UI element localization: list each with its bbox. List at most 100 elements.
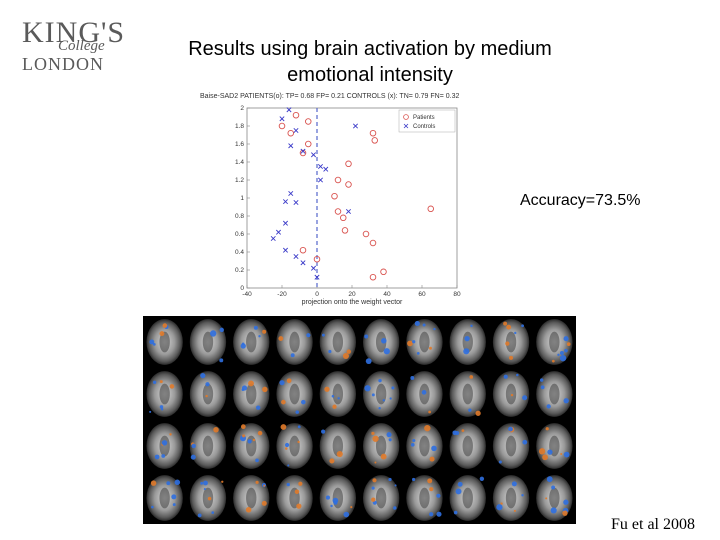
deactivation-blob <box>378 407 381 410</box>
activation-blob <box>221 480 224 483</box>
brain-slice-ventricle <box>419 435 430 457</box>
brain-slice <box>319 475 357 521</box>
deactivation-blob <box>431 445 437 452</box>
legend-label: Patients <box>413 115 435 121</box>
brain-slice-ventricle <box>375 383 387 405</box>
activation-blob <box>506 324 512 330</box>
brain-slice-ventricle <box>246 435 257 457</box>
y-tick-label: 0 <box>240 285 244 292</box>
deactivation-blob <box>255 458 259 463</box>
activation-blob <box>560 453 563 456</box>
y-tick-label: 1.8 <box>235 123 244 130</box>
brain-slice-ventricle <box>375 487 387 509</box>
deactivation-blob <box>412 477 416 482</box>
activation-blob <box>461 429 465 432</box>
control-point-stroke <box>293 253 299 260</box>
brain-slice <box>189 475 227 521</box>
activation-blob <box>245 507 252 513</box>
activation-blob <box>207 496 212 501</box>
control-point <box>282 199 289 205</box>
brain-slice-ventricle <box>246 383 257 405</box>
deactivation-blob <box>365 358 372 365</box>
legend-marker-patients <box>403 114 409 120</box>
scatter-plot: Baise-SAD2 PATIENTS(o): TP= 0.68 FP= 0.2… <box>195 88 525 310</box>
brain-slice <box>189 319 227 365</box>
control-point <box>345 208 352 215</box>
deactivation-blob <box>161 440 168 446</box>
brain-slice <box>319 371 357 417</box>
deactivation-blob <box>559 354 567 362</box>
deactivation-blob <box>521 494 524 497</box>
deactivation-blob <box>522 395 528 401</box>
control-point-stroke <box>293 127 299 134</box>
legend-box <box>398 109 456 133</box>
deactivation-blob <box>337 397 340 400</box>
control-point-stroke <box>323 166 329 172</box>
control-point-stroke <box>286 107 292 113</box>
activation-blob <box>294 489 300 495</box>
deactivation-blob <box>563 451 570 458</box>
activation-blob <box>513 509 517 512</box>
deactivation-blob <box>286 482 290 487</box>
control-point-stroke <box>288 190 294 197</box>
brain-slice <box>362 423 400 469</box>
brain-slice <box>276 371 313 417</box>
patient-point <box>299 246 307 254</box>
deactivation-blob <box>149 410 152 413</box>
legend-label: Controls <box>413 124 435 130</box>
brain-slice <box>536 475 573 521</box>
deactivation-blob <box>200 372 206 379</box>
deactivation-blob <box>154 454 160 460</box>
plot-frame <box>246 107 458 289</box>
brain-slice-ventricle <box>375 331 387 353</box>
deactivation-blob <box>343 511 350 518</box>
deactivation-blob <box>205 382 210 387</box>
control-point-stroke <box>279 116 285 122</box>
x-tick-label: 40 <box>383 291 391 298</box>
activation-blob <box>475 410 481 416</box>
deactivation-blob <box>422 323 426 327</box>
control-point <box>270 235 276 242</box>
activation-blob <box>297 440 300 444</box>
brain-slice <box>536 371 573 417</box>
control-point-stroke <box>314 274 320 280</box>
deactivation-blob <box>149 339 155 345</box>
deactivation-blob <box>321 333 325 337</box>
activation-blob <box>545 497 548 500</box>
deactivation-blob <box>563 398 569 404</box>
control-point-stroke <box>282 199 289 205</box>
brain-slice <box>449 319 486 365</box>
activation-blob <box>169 384 175 389</box>
data-points <box>270 107 434 281</box>
deactivation-blob <box>241 385 248 391</box>
activation-blob <box>296 503 302 509</box>
deactivation-blob <box>498 460 502 464</box>
x-tick-label: 20 <box>348 291 356 298</box>
deactivation-blob <box>382 399 385 402</box>
deactivation-blob <box>290 353 295 358</box>
deactivation-blob <box>371 486 375 490</box>
control-point <box>279 116 285 122</box>
deactivation-blob <box>209 330 217 337</box>
brain-slice-ventricle <box>202 331 214 353</box>
deactivation-blob <box>301 399 306 405</box>
deactivation-blob <box>331 394 335 398</box>
deactivation-blob <box>255 405 261 410</box>
brain-activation-maps <box>143 316 576 524</box>
logo-line-london: LONDON <box>22 54 104 74</box>
control-point-stroke <box>345 208 352 215</box>
x-tick-label: -20 <box>277 291 287 298</box>
control-point <box>282 247 289 253</box>
brain-slice-ventricle <box>289 435 300 457</box>
deactivation-blob <box>159 405 164 409</box>
brain-slice <box>189 371 227 417</box>
brain-slice <box>146 475 183 521</box>
activation-blob <box>342 352 349 360</box>
activation-blob <box>159 380 163 384</box>
activation-blob <box>469 375 474 379</box>
activation-blob <box>298 481 303 486</box>
brain-slice <box>362 319 400 365</box>
control-point-stroke <box>282 220 289 226</box>
brain-slice <box>233 475 270 521</box>
deactivation-blob <box>522 439 528 445</box>
